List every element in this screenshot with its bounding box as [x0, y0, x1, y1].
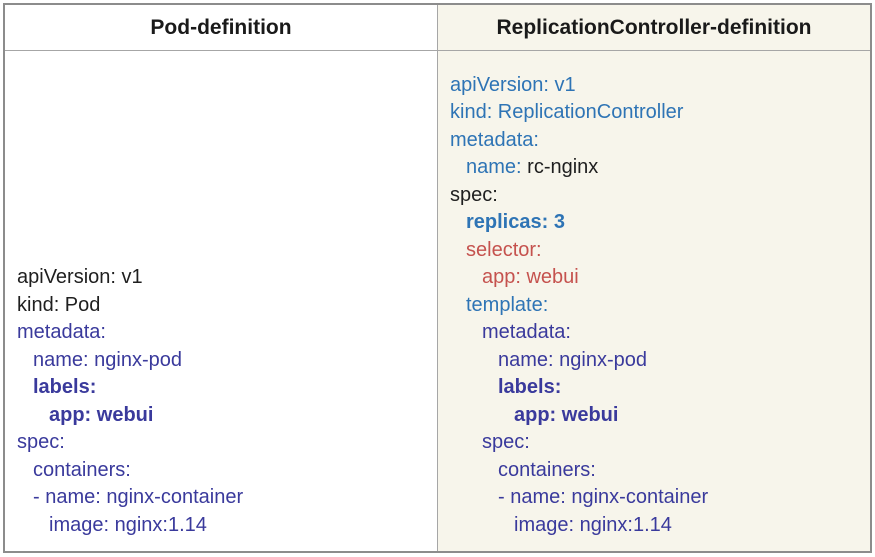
- yaml-token: rc-nginx: [527, 156, 599, 178]
- yaml-line: kind: ReplicationController: [450, 99, 866, 127]
- yaml-token: spec:: [450, 183, 498, 206]
- yaml-token: - name: nginx-container: [498, 486, 709, 508]
- yaml-line: app: webui: [17, 402, 433, 430]
- yaml-token: kind: ReplicationController: [450, 101, 684, 123]
- yaml-line: template:: [450, 292, 866, 320]
- yaml-token: app: webui: [482, 266, 579, 288]
- yaml-line: metadata:: [450, 319, 866, 347]
- yaml-token: labels:: [33, 376, 97, 398]
- yaml-token: image: nginx:1.14: [49, 513, 207, 536]
- yaml-line: spec:: [450, 429, 866, 457]
- yaml-line: kind: Pod: [17, 292, 433, 320]
- pod-definition-header: Pod-definition: [5, 5, 438, 51]
- yaml-line: app: webui: [450, 402, 866, 430]
- yaml-line: - name: nginx-container: [17, 484, 433, 512]
- yaml-token: containers:: [33, 458, 131, 481]
- yaml-token: template:: [466, 293, 549, 316]
- yaml-line: name: rc-nginx: [450, 154, 866, 182]
- replicationcontroller-definition-header: ReplicationController-definition: [438, 5, 870, 51]
- yaml-token: apiVersion: v1: [17, 266, 143, 288]
- yaml-line: spec:: [17, 429, 433, 457]
- yaml-line: name: nginx-pod: [450, 347, 866, 375]
- pod-definition-yaml: apiVersion: v1 kind: Pod metadata: name: ng…: [5, 51, 438, 551]
- yaml-token: - name: nginx-container: [33, 486, 244, 508]
- yaml-line: apiVersion: v1: [17, 264, 433, 292]
- yaml-token: app: webui: [514, 403, 619, 426]
- yaml-line: image: nginx:1.14: [450, 512, 866, 540]
- yaml-token: name: nginx-pod: [498, 348, 647, 371]
- yaml-token: labels:: [498, 376, 562, 398]
- yaml-line: app: webui: [450, 264, 866, 292]
- replicationcontroller-definition-yaml: apiVersion: v1 kind: ReplicationControlle…: [438, 51, 870, 551]
- yaml-token: metadata:: [482, 321, 571, 343]
- yaml-token: spec:: [17, 431, 65, 453]
- yaml-line: containers:: [450, 457, 866, 485]
- yaml-token: metadata:: [17, 321, 106, 343]
- yaml-line: - name: nginx-container: [450, 484, 866, 512]
- yaml-token: containers:: [498, 458, 596, 481]
- yaml-token: selector:: [466, 238, 542, 261]
- yaml-token: app: webui: [49, 403, 154, 426]
- yaml-line: metadata:: [17, 319, 433, 347]
- yaml-line: containers:: [17, 457, 433, 485]
- yaml-line: spec:: [450, 182, 866, 210]
- yaml-token: replicas: 3: [466, 211, 565, 233]
- yaml-token: metadata:: [450, 128, 539, 151]
- yaml-line: selector:: [450, 237, 866, 265]
- yaml-line: metadata:: [450, 127, 866, 155]
- yaml-line: labels:: [450, 374, 866, 402]
- yaml-token: name:: [466, 156, 528, 178]
- yaml-line: name: nginx-pod: [17, 347, 433, 375]
- definition-comparison-table: Pod-definition ReplicationController-def…: [3, 3, 872, 553]
- yaml-token: kind: Pod: [17, 293, 101, 316]
- yaml-token: apiVersion: v1: [450, 73, 576, 96]
- yaml-line: labels:: [17, 374, 433, 402]
- yaml-token: image: nginx:1.14: [514, 513, 672, 536]
- yaml-line: image: nginx:1.14: [17, 512, 433, 540]
- yaml-token: name: nginx-pod: [33, 348, 182, 371]
- yaml-token: spec:: [482, 431, 530, 453]
- yaml-line: replicas: 3: [450, 209, 866, 237]
- yaml-line: apiVersion: v1: [450, 72, 866, 100]
